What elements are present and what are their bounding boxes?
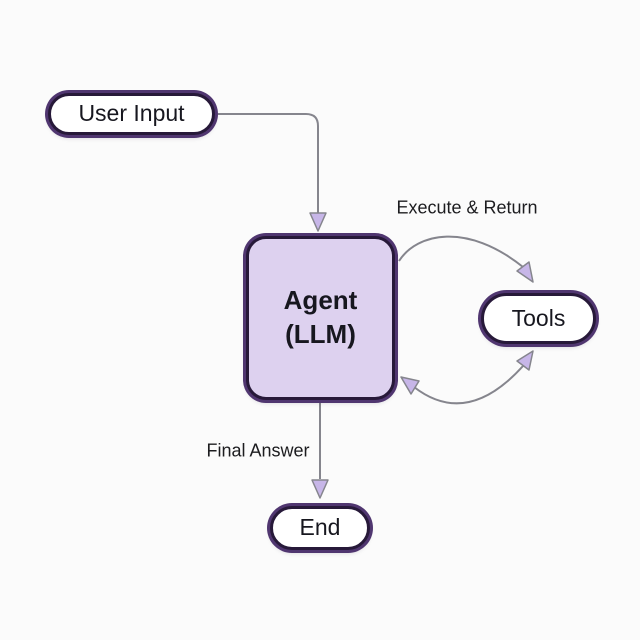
node-agent-label-line1: Agent: [283, 285, 358, 316]
node-tools: Tools: [481, 293, 596, 344]
edge-label-final-answer: Final Answer: [206, 440, 310, 461]
node-end: End: [270, 506, 370, 550]
arrowhead-into-agent-right-icon: [400, 376, 420, 395]
node-agent-label-line2: (LLM): [285, 319, 356, 349]
arrowhead-into-tools-top-icon: [516, 261, 534, 283]
arrowhead-into-tools-bottom-icon: [516, 350, 534, 371]
connector-user-input-to-agent: [218, 113, 319, 213]
connector-agent-tools-bottom-arc: [413, 365, 524, 405]
node-end-label: End: [299, 514, 341, 541]
connector-agent-to-tools-top-arc: [398, 235, 524, 268]
node-tools-label: Tools: [511, 304, 566, 331]
arrowhead-into-end-icon: [311, 479, 329, 499]
arrowhead-into-agent-top-icon: [309, 212, 327, 232]
node-agent: Agent (LLM): [246, 236, 395, 400]
node-user-input: User Input: [48, 93, 215, 135]
edge-label-execute-return: Execute & Return: [396, 197, 538, 218]
node-user-input-label: User Input: [78, 100, 185, 127]
